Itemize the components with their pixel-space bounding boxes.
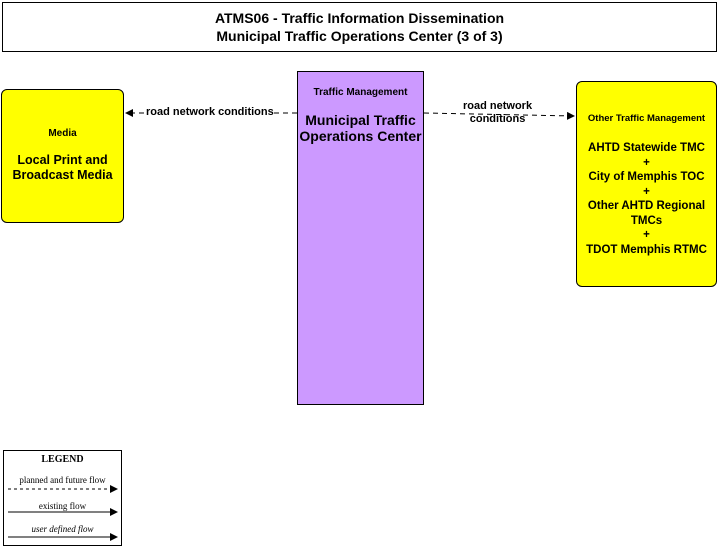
media-category: Media [48,128,77,139]
flow-label-right-line2: conditions [469,113,526,125]
other-category: Other Traffic Management [587,113,706,124]
flow-arrow-to-other [423,111,575,120]
legend-user-defined-label: user defined flow [31,524,94,534]
diagram-title: ATMS06 - Traffic Information Disseminati… [2,2,717,52]
legend-existing-label: existing flow [38,501,87,511]
other-traffic-node: Other Traffic Management AHTD Statewide … [576,81,717,287]
other-line-1: AHTD Statewide TMC [588,142,705,154]
other-line-6: + [643,229,650,241]
media-name: Local Print and Broadcast Media [12,153,113,182]
media-node: Media Local Print and Broadcast Media [1,89,124,223]
title-line-2: Municipal Traffic Operations Center (3 o… [216,28,503,44]
other-line-2: + [643,156,650,169]
title-line-1: ATMS06 - Traffic Information Disseminati… [214,10,505,26]
center-name: Municipal Traffic Operations Center [299,112,422,144]
other-line-3: City of Memphis TOC [588,171,705,183]
other-line-5: Other AHTD Regional TMCs [587,200,706,227]
other-line-7: TDOT Memphis RTMC [586,243,707,256]
flow-label-left: road network conditions [146,106,274,119]
legend-title: LEGEND [41,454,84,465]
flow-label-left-text: road network conditions [146,106,274,118]
flow-label-right: road network conditions [463,100,532,126]
center-category: Traffic Management [313,87,408,98]
flow-label-right-line1: road network [463,100,533,112]
legend-planned-label: planned and future flow [19,475,106,485]
legend: LEGEND planned and future flow existing … [3,450,122,546]
other-line-4: + [643,185,650,198]
center-node: Traffic Management Municipal Traffic Ope… [297,71,424,405]
